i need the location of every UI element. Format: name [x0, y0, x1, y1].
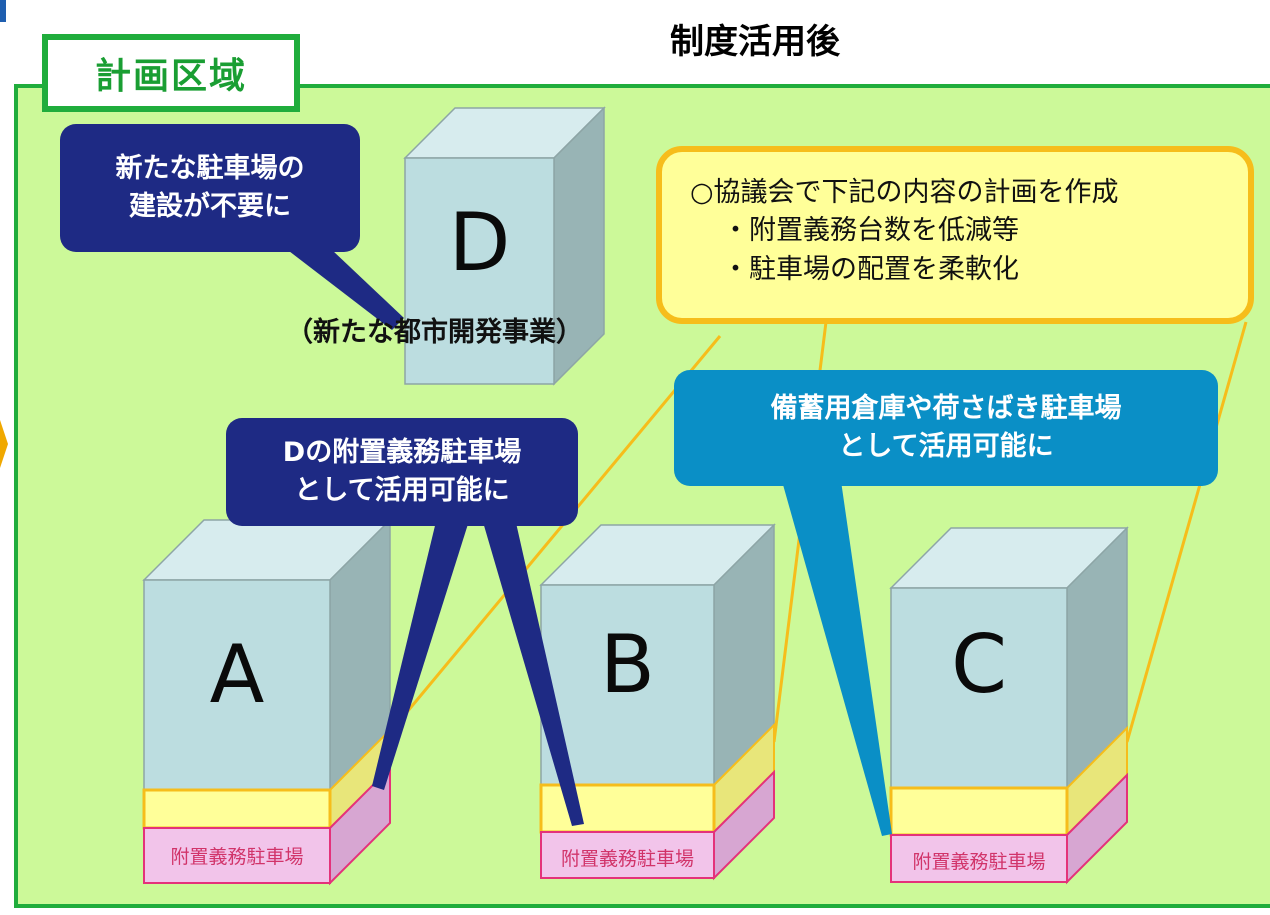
diagram-title: 制度活用後: [670, 22, 840, 62]
slide-edge-marker: [0, 0, 6, 22]
callout-line: として活用可能に: [294, 475, 510, 506]
building-c: [889, 526, 1129, 885]
callout-no-new-parking: 新たな駐車場の 建設が不要に: [60, 124, 360, 252]
building-d-label: D: [448, 196, 511, 289]
slide-edge-arrow: [0, 420, 8, 468]
building-b: [539, 523, 776, 881]
callout-line: 新たな駐車場の: [115, 153, 305, 185]
callout-pointer-d-parking-right: [478, 505, 584, 826]
callout-line: 備蓄用倉庫や荷さばき駐車場: [770, 393, 1122, 425]
plan-line-1: ○協議会で下記の内容の計画を作成: [690, 177, 1119, 208]
callout-line: として活用可能に: [838, 431, 1054, 462]
new-development-label: （新たな都市開発事業）: [286, 317, 583, 348]
parking-label-a: 附置義務駐車場: [170, 846, 304, 868]
building-a-label: A: [209, 628, 265, 721]
plan-line-3: ・駐車場の配置を柔軟化: [722, 253, 1019, 285]
parking-label-b: 附置義務駐車場: [560, 848, 694, 870]
callout-pointer-storage: [780, 474, 892, 836]
building-b-label: B: [600, 618, 655, 711]
building-c-label: C: [951, 618, 1007, 711]
building-a: [142, 518, 392, 886]
plan-line-2: ・附置義務台数を低減等: [722, 215, 1019, 247]
callout-line: Dの附置義務駐車場: [282, 437, 522, 469]
callout-line: 建設が不要に: [129, 191, 291, 222]
callout-storage: 備蓄用倉庫や荷さばき駐車場 として活用可能に: [674, 370, 1218, 486]
callout-pointer-d-parking-left: [372, 505, 474, 790]
callout-d-parking: Dの附置義務駐車場 として活用可能に: [226, 418, 578, 526]
callout-pointer-no-parking: [272, 238, 404, 330]
plan-box: ○協議会で下記の内容の計画を作成 ・附置義務台数を低減等 ・駐車場の配置を柔軟化: [656, 146, 1254, 324]
building-d: [403, 106, 606, 386]
parking-label-c: 附置義務駐車場: [912, 851, 1046, 873]
planning-area-label: 計画区域: [42, 34, 300, 112]
